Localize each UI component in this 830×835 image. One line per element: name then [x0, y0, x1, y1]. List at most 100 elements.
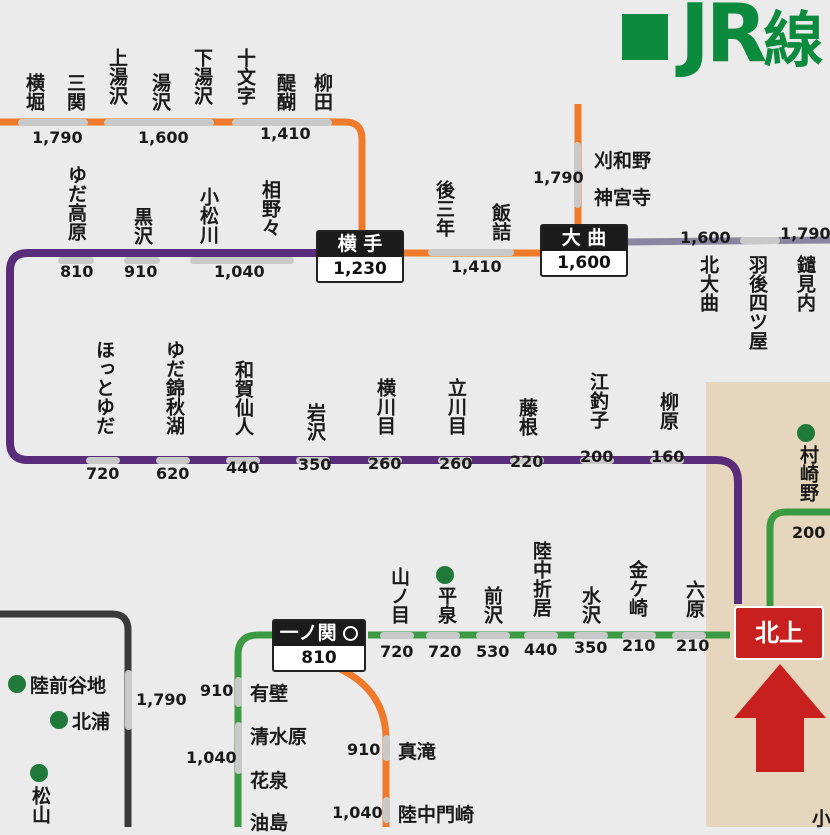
station-pill: [476, 632, 510, 639]
station-ariwa: 有壁: [250, 683, 289, 705]
fare-label: 1,410: [260, 124, 311, 143]
jr-logo-square: [622, 14, 668, 60]
station-shimoyuzawa: 下湯沢: [191, 48, 213, 105]
hub-name: 横 手: [318, 232, 402, 257]
station-pill: [124, 257, 160, 264]
fare-label: 1,790: [533, 168, 584, 187]
station-pill: [426, 632, 460, 639]
fare-label: 1,040: [186, 748, 237, 767]
station-hanaizumi: 花泉: [250, 770, 289, 792]
station-pill: [18, 119, 88, 126]
station-pill: [368, 457, 402, 464]
station-pill: [622, 632, 656, 639]
station-rikuchuorii: 陸中折居: [530, 541, 552, 617]
hub-fare: 810: [301, 648, 337, 668]
station-pill: [740, 237, 780, 244]
corner-char: 小: [812, 808, 830, 830]
station-yarimiuchi: 鑓見内: [794, 255, 816, 312]
station-rikuzenyachi: 陸前谷地: [30, 675, 107, 697]
station-kariwano: 刈和野: [594, 150, 652, 172]
sightseeing-dot-icon: [8, 675, 26, 693]
fare-label: 200: [580, 447, 614, 466]
station-pill: [104, 119, 214, 126]
fare-label: 910: [200, 681, 234, 700]
hub-yokote: 横 手 1,230: [316, 230, 404, 283]
station-etsuriko: 江釣子: [587, 372, 609, 429]
fare-label: 210: [676, 636, 710, 655]
station-yokobori: 横堀: [23, 73, 45, 111]
station-pill: [580, 457, 614, 464]
station-pill: [574, 142, 581, 208]
circle-icon: [343, 626, 359, 641]
station-jumonji: 十文字: [234, 48, 256, 105]
station-yudakinshuko: ゆだ錦秋湖: [163, 340, 185, 435]
hub-omagari: 大 曲 1,600: [540, 224, 628, 277]
fare-label: 210: [622, 636, 656, 655]
sightseeing-dot-icon: [50, 711, 68, 729]
fare-label: 350: [574, 638, 608, 657]
station-rikuchukanzaki: 陸中門崎: [398, 804, 475, 826]
station-pill: [226, 457, 260, 464]
station-pill: [672, 632, 706, 639]
fare-label: 440: [524, 640, 558, 659]
fare-label: 1,040: [214, 262, 265, 281]
station-kitaura: 北浦: [72, 711, 111, 733]
station-matsuyama: 松山: [29, 786, 51, 824]
station-iwasawa: 岩沢: [304, 403, 326, 441]
station-rokuhara: 六原: [683, 580, 705, 618]
station-ainono: 相野々: [259, 180, 281, 237]
station-kanegasaki: 金ケ崎: [626, 560, 648, 617]
fare-label: 720: [86, 464, 120, 483]
fare-label: 1,790: [32, 128, 83, 147]
fare-label: 1,410: [451, 257, 502, 276]
station-komatsugawa: 小松川: [197, 187, 219, 244]
fare-label: 720: [380, 642, 414, 661]
station-yamanome: 山ノ目: [388, 567, 410, 624]
station-pill: [428, 249, 514, 256]
fare-label: 160: [651, 447, 685, 466]
station-pill: [86, 457, 120, 464]
station-daigo: 醍醐: [274, 73, 296, 111]
station-maesawa: 前沢: [481, 586, 503, 624]
station-kamiyuzawa: 上湯沢: [106, 48, 128, 105]
fare-label: 1,040: [332, 803, 383, 822]
fare-label: 1,600: [680, 228, 731, 247]
station-pill: [574, 632, 608, 639]
station-aburashima: 油島: [250, 812, 289, 834]
fare-label: 910: [347, 740, 381, 759]
hub-fare: 1,230: [333, 259, 387, 279]
station-fujine: 藤根: [516, 398, 538, 436]
hub-name: 大 曲: [542, 226, 626, 251]
station-pill: [235, 677, 242, 707]
station-pill: [438, 457, 472, 464]
station-pill: [156, 457, 190, 464]
sightseeing-dot-icon: [797, 424, 815, 442]
fare-label: 720: [428, 642, 462, 661]
station-kurosawa: 黒沢: [131, 207, 153, 245]
station-murasakino: 村崎野: [797, 445, 819, 502]
station-yudakogen: ゆだ高原: [65, 165, 87, 241]
fare-label: 350: [298, 455, 332, 474]
fare-label: 260: [368, 454, 402, 473]
station-pill: [235, 722, 242, 774]
station-pill: [190, 257, 294, 264]
station-pill: [650, 457, 684, 464]
hub-ichinoseki: 一ノ関 810: [272, 619, 366, 672]
hub-fare: 1,600: [557, 253, 611, 273]
fare-label: 530: [476, 642, 510, 661]
fare-label: 220: [510, 452, 544, 471]
station-pill: [58, 257, 94, 264]
fare-label: 1,600: [138, 128, 189, 147]
fare-label: 440: [226, 458, 260, 477]
fare-label: 200: [792, 523, 826, 542]
fare-label: 1,790: [780, 224, 830, 243]
fare-label: 910: [124, 262, 158, 281]
station-sanseki: 三関: [64, 73, 86, 111]
station-pill: [524, 632, 558, 639]
station-tatsukawame: 立川目: [445, 378, 467, 435]
station-yanagihara: 柳原: [657, 392, 679, 430]
station-pill: [383, 735, 390, 761]
fare-label: 1,790: [136, 690, 187, 709]
station-jinguji: 神宮寺: [594, 187, 652, 209]
fare-label: 260: [439, 454, 473, 473]
